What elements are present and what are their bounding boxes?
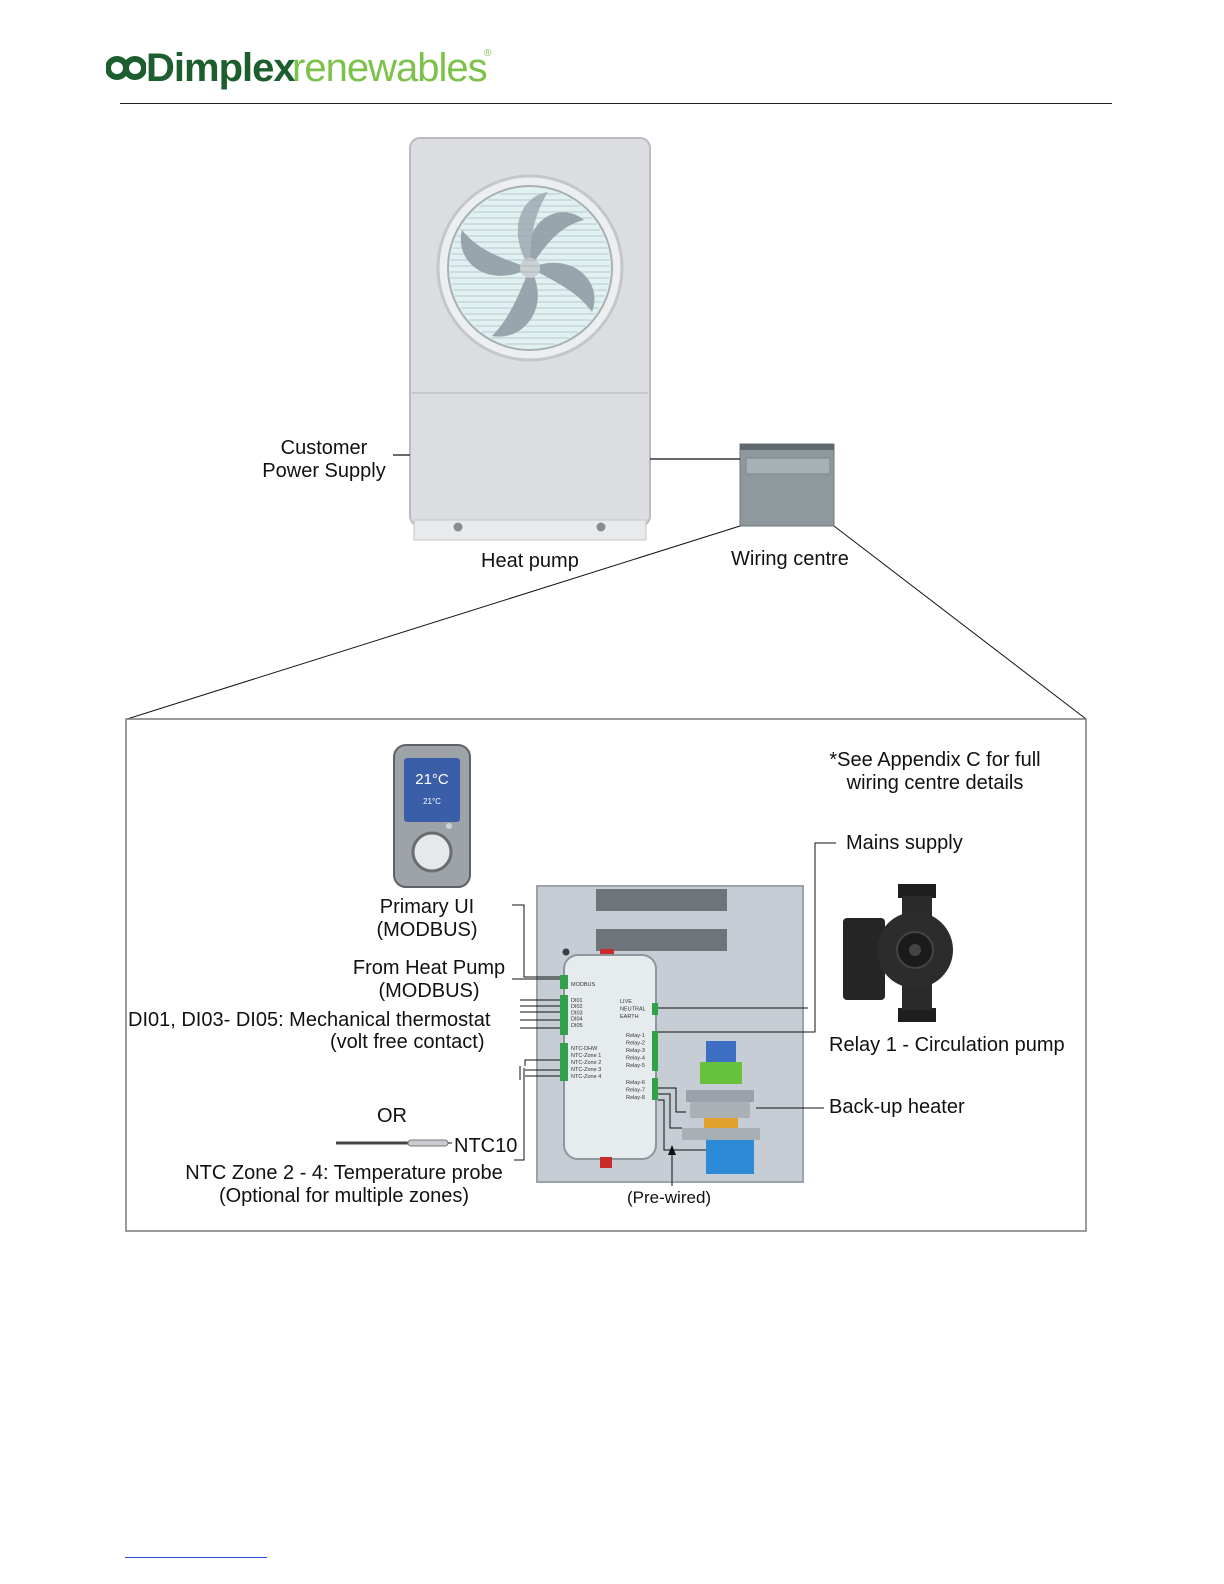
board-label-relay: Relay-2 (626, 1041, 645, 1047)
fan-icon (436, 174, 624, 362)
or-label: OR (377, 1105, 407, 1127)
primary-ui-device-illustration (393, 744, 471, 888)
board-label-power: LIVE (620, 999, 632, 1005)
header-divider (120, 103, 1112, 104)
logo-brand-text: Dimplex (146, 46, 296, 90)
board-label-power: EARTH (620, 1014, 639, 1020)
board-label-di: DI01 (571, 998, 583, 1004)
ui-display-temp-sub: 21°C (423, 797, 441, 806)
board-label-ntc: NTC-Zone 4 (571, 1074, 601, 1080)
ntc10-label: NTC10 (454, 1135, 518, 1157)
logo-suffix-text: renewables (292, 46, 488, 90)
board-label-relay: Relay-7 (626, 1088, 645, 1094)
backup-heater-illustration (682, 1041, 760, 1174)
board-label-relay: Relay-1 (626, 1033, 645, 1039)
pre-wired-label: (Pre-wired) (627, 1188, 712, 1207)
appendix-note: *See Appendix C for full wiring centre d… (829, 749, 1041, 794)
board-label-di: DI04 (571, 1017, 583, 1023)
board-label-relay: Relay-8 (626, 1095, 645, 1101)
heat-pump-illustration (409, 137, 651, 541)
board-label-di: DI02 (571, 1004, 583, 1010)
relay1-label: Relay 1 - Circulation pump (829, 1034, 1065, 1056)
wiring-centre-illustration (739, 443, 835, 527)
backup-heater-label: Back-up heater (829, 1096, 965, 1118)
from-heat-pump-label: From Heat Pump (MODBUS) (352, 957, 506, 1002)
registered-mark: ® (484, 48, 492, 59)
thermostat-sublabel: (volt free contact) (330, 1031, 485, 1053)
ui-display-temp-main: 21°C (415, 771, 449, 788)
board-label-relay: Relay-4 (626, 1056, 645, 1062)
wiring-centre-label: Wiring centre (731, 548, 849, 570)
board-label-ntc: NTC-Zone 3 (571, 1067, 601, 1073)
heat-pump-label: Heat pump (481, 550, 579, 572)
board-label-di: DI05 (571, 1023, 583, 1029)
primary-ui-label: Primary UI (MODBUS) (376, 896, 478, 941)
footer-link-underline (125, 1557, 267, 1558)
board-label-di: DI03 (571, 1010, 583, 1016)
ntc-probe-illustration (336, 1139, 449, 1147)
board-label-power: NEUTRAL (620, 1007, 646, 1013)
mains-supply-label: Mains supply (846, 832, 963, 854)
board-label-ntc: NTC-Zone 2 (571, 1060, 601, 1066)
board-label-relay: Relay-5 (626, 1063, 645, 1069)
dimplex-logo-mark-icon (106, 56, 146, 80)
thermostat-label: DI01, DI03- DI05: Mechanical thermostat (128, 1009, 491, 1031)
board-label-ntc: NTC-DHW (571, 1046, 598, 1052)
pre-wired-arrow-icon (668, 1145, 676, 1155)
controller-board (560, 954, 658, 1168)
board-label-relay: Relay-6 (626, 1080, 645, 1086)
ntc-zone-label: NTC Zone 2 - 4: Temperature probe (Optio… (185, 1162, 503, 1207)
customer-power-supply-label: Customer Power Supply (262, 437, 386, 482)
detail-frame (125, 718, 1087, 1232)
leader-lines (448, 842, 836, 1186)
board-label-modbus: MODBUS (571, 982, 595, 988)
board-label-ntc: NTC-Zone 1 (571, 1053, 601, 1059)
board-label-relay: Relay-3 (626, 1048, 645, 1054)
circulation-pump-illustration (843, 884, 953, 1022)
